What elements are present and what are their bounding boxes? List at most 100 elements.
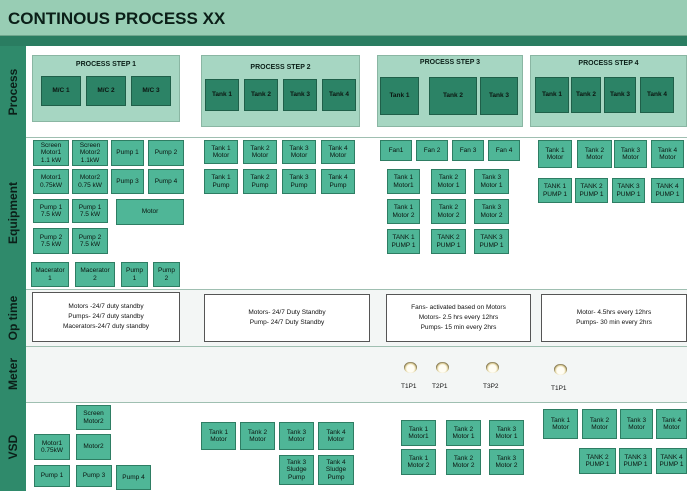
equipment-box: Tank 2 Motor 1 — [431, 169, 466, 194]
equipment-box: Tank 1 Pump — [204, 169, 238, 194]
gauge-icon — [404, 362, 417, 373]
equipment-box: Tank 1 Motor 2 — [387, 199, 420, 224]
equipment-box: Tank 2 Pump — [243, 169, 277, 194]
equipment-box: Pump 3 — [111, 169, 144, 194]
lane-divider — [26, 137, 687, 138]
equipment-box: TANK 3 PUMP 1 — [612, 178, 645, 203]
meter-label: T2P1 — [432, 383, 448, 390]
equipment-box: Macerator 1 — [31, 262, 69, 287]
equipment-box: TANK 2 PUMP 1 — [431, 229, 466, 254]
vsd-box: Motor1 0.75kW — [34, 434, 70, 460]
equipment-box: Tank 3 Motor 1 — [474, 169, 509, 194]
equipment-box: TANK 2 PUMP 1 — [575, 178, 608, 203]
lane-label-vsd: VSD — [0, 402, 26, 491]
vsd-box: Tank 3 Motor — [279, 422, 314, 450]
vsd-box: Tank 1 Motor1 — [401, 420, 436, 446]
process-step-1-item: M/C 2 — [86, 76, 126, 106]
process-step-1-item: M/C 1 — [41, 76, 81, 106]
title-bar — [0, 0, 687, 36]
vsd-box: Tank 2 Motor 2 — [446, 449, 481, 475]
equipment-box: Pump 4 — [148, 169, 184, 194]
lane-label-equipment: Equipment — [0, 137, 26, 289]
equipment-box: Fan 3 — [452, 140, 484, 161]
equipment-box: Tank 3 Motor — [282, 140, 316, 164]
gauge-icon — [486, 362, 499, 373]
process-step-2-title: PROCESS STEP 2 — [250, 64, 311, 71]
vsd-box: Pump 3 — [76, 465, 112, 487]
process-step-4-item: Tank 4 — [640, 77, 674, 113]
process-step-1-item: M/C 3 — [131, 76, 171, 106]
vsd-box: Motor2 — [76, 434, 111, 460]
vsd-box: Tank 4 Motor — [656, 409, 687, 439]
meter-label: T1P1 — [401, 383, 417, 390]
process-step-3-item: Tank 2 — [429, 77, 477, 115]
equipment-box: Pump 1 7.5 kW — [72, 199, 108, 223]
vsd-box: Tank 2 Motor — [240, 422, 275, 450]
lane-divider — [26, 402, 687, 403]
lane-label-process: Process — [0, 46, 26, 137]
vsd-box: Tank 1 Motor — [201, 422, 236, 450]
equipment-box: Fan 2 — [416, 140, 448, 161]
lane-divider — [26, 346, 687, 347]
equipment-box: Pump 2 — [148, 140, 184, 166]
equipment-box: Pump 2 7.5 kW — [72, 228, 108, 254]
equipment-box: Screen Motor1 1.1 kW — [33, 140, 69, 166]
equipment-box: Screen Motor2 1.1kW — [72, 140, 108, 166]
equipment-box: Pump 1 — [121, 262, 148, 287]
equipment-box: Tank 4 Motor — [651, 140, 684, 168]
process-step-2-item: Tank 4 — [322, 79, 356, 111]
vsd-box: Screen Motor2 — [76, 405, 111, 430]
equipment-box: Motor2 0.75 kW — [72, 169, 108, 194]
equipment-box: Tank 1 Motor1 — [387, 169, 420, 194]
header-divider — [0, 36, 687, 46]
equipment-box: TANK 3 PUMP 1 — [474, 229, 509, 254]
process-step-3-item: Tank 3 — [480, 77, 518, 115]
process-step-4-item: Tank 3 — [604, 77, 636, 113]
process-step-2-item: Tank 2 — [244, 79, 278, 111]
process-step-2-item: Tank 1 — [205, 79, 239, 111]
process-step-3-title: PROCESS STEP 3 — [419, 59, 481, 66]
equipment-box: TANK 1 PUMP 1 — [387, 229, 420, 254]
equipment-box: Fan 4 — [488, 140, 520, 161]
vsd-box: TANK 4 PUMP 1 — [656, 448, 687, 474]
process-step-1-title: PROCESS STEP 1 — [75, 61, 137, 68]
equipment-box: Motor1 0.75kW — [33, 169, 69, 194]
page-title: CONTINOUS PROCESS XX — [8, 9, 226, 28]
equipment-box: Tank 3 Pump — [282, 169, 316, 194]
equipment-box: Tank 4 Pump — [321, 169, 355, 194]
vsd-box: Tank 4 Motor — [318, 422, 354, 450]
meter-label: T1P1 — [551, 385, 567, 392]
equipment-box: Tank 2 Motor — [577, 140, 612, 168]
vsd-box: TANK 3 PUMP 1 — [619, 448, 652, 474]
equipment-box: Pump 1 7.5 kW — [33, 199, 69, 223]
equipment-box: Pump 1 — [111, 140, 144, 166]
lane-label-op-time: Op time — [0, 289, 26, 346]
equipment-box: Macerator 2 — [75, 262, 115, 287]
vsd-box: Pump 4 — [116, 465, 151, 490]
process-step-4-title: PROCESS STEP 4 — [578, 60, 639, 67]
meter-lane — [26, 346, 687, 402]
vsd-box: Tank 3 Motor 2 — [489, 449, 524, 475]
process-step-2-item: Tank 3 — [283, 79, 317, 111]
vsd-box: Tank 4 Sludge Pump — [318, 455, 354, 485]
equipment-box: Pump 2 7.5 kW — [33, 228, 69, 254]
vsd-box: Pump 1 — [34, 465, 70, 487]
equipment-box: Tank 4 Motor — [321, 140, 355, 164]
process-step-3-item: Tank 1 — [380, 77, 419, 115]
lane-divider — [26, 289, 687, 290]
lane-label-meter: Meter — [0, 346, 26, 402]
gauge-icon — [554, 364, 567, 375]
vsd-box: Tank 1 Motor — [543, 409, 578, 439]
vsd-box: Tank 1 Motor 2 — [401, 449, 436, 475]
vsd-box: TANK 2 PUMP 1 — [579, 448, 616, 474]
equipment-box: TANK 1 PUMP 1 — [538, 178, 572, 203]
equipment-box: Tank 3 Motor 2 — [474, 199, 509, 224]
vsd-box: Tank 2 Motor 1 — [446, 420, 481, 446]
equipment-box: Tank 2 Motor 2 — [431, 199, 466, 224]
equipment-box: Tank 3 Motor — [614, 140, 647, 168]
equipment-box: Pump 2 — [153, 262, 180, 287]
vsd-box: Tank 3 Motor 1 — [489, 420, 524, 446]
